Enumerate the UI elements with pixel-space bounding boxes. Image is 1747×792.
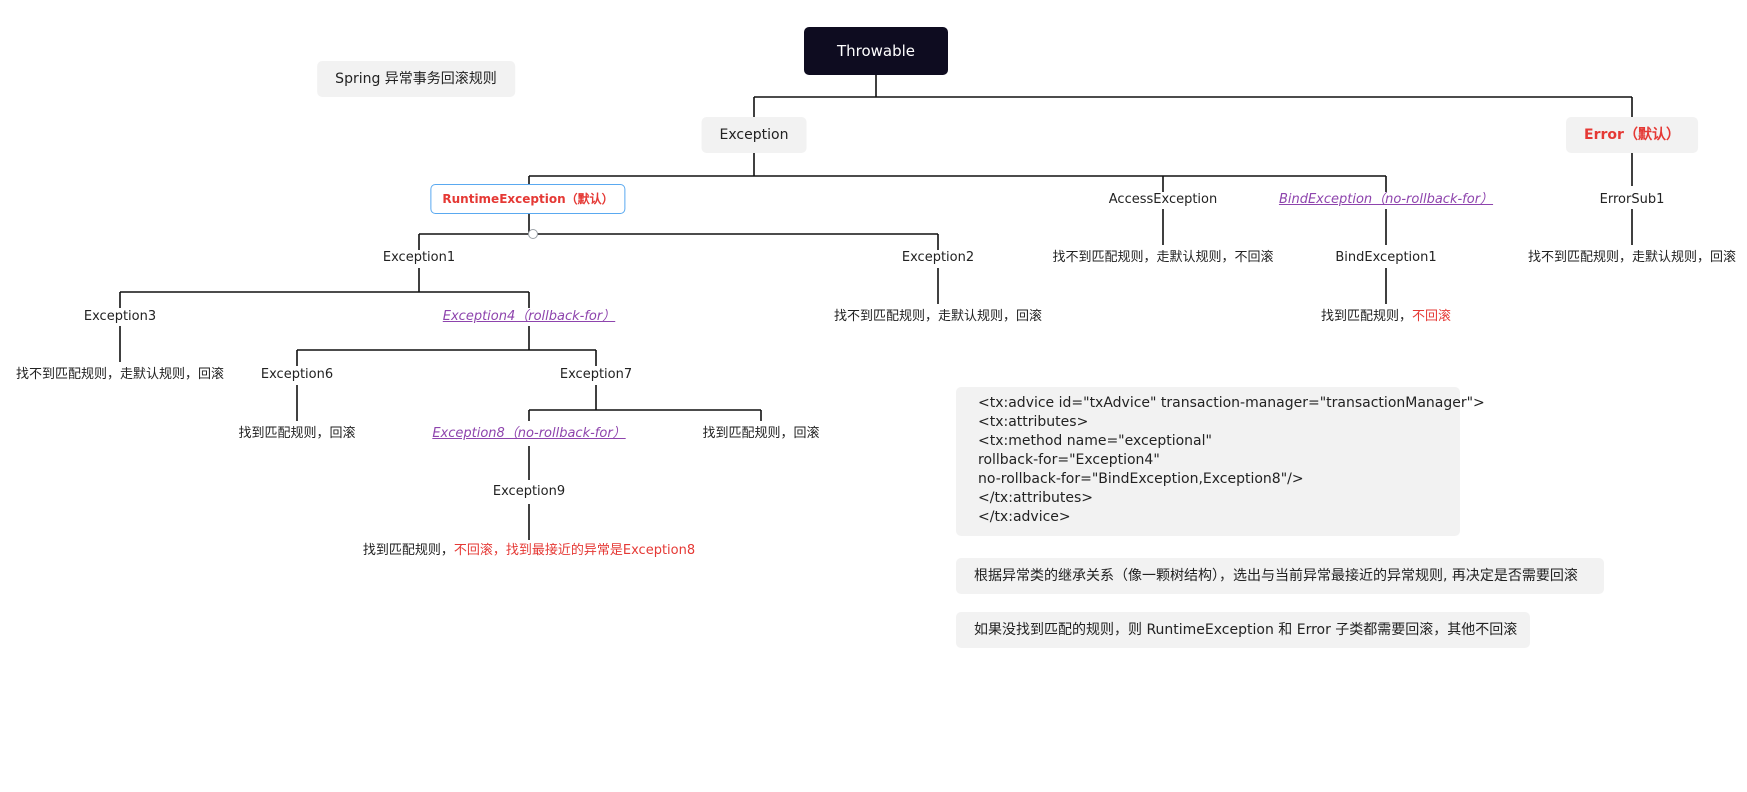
code-panel: <tx:advice id="txAdvice" transaction-man… bbox=[956, 387, 1485, 536]
node-exception4-rule[interactable]: Exception4（rollback-for） bbox=[442, 309, 616, 324]
node-exception7[interactable]: Exception7 bbox=[559, 367, 633, 382]
node-runtime-exception[interactable]: RuntimeException（默认） bbox=[430, 184, 626, 214]
node-access-exception[interactable]: AccessException bbox=[1108, 192, 1218, 207]
node-exception3[interactable]: Exception3 bbox=[83, 309, 157, 324]
result-exception9-prefix: 找到匹配规则， bbox=[362, 543, 454, 558]
node-exception2[interactable]: Exception2 bbox=[901, 250, 975, 265]
code-line: <tx:method name="exceptional" bbox=[978, 433, 1212, 449]
edge-exception1-children bbox=[119, 268, 530, 308]
edge-throwable-children bbox=[753, 75, 1633, 117]
edge-exception4-children bbox=[296, 326, 597, 366]
code-line: no-rollback-for="BindException,Exception… bbox=[978, 471, 1304, 487]
result-exception3: 找不到匹配规则，走默认规则，回滚 bbox=[15, 367, 225, 382]
result-bind1-prefix: 找到匹配规则， bbox=[1320, 309, 1412, 324]
node-exception6[interactable]: Exception6 bbox=[260, 367, 334, 382]
node-exception[interactable]: Exception bbox=[701, 117, 807, 153]
node-bind-exception1[interactable]: BindException1 bbox=[1335, 250, 1437, 265]
node-error-sub1[interactable]: ErrorSub1 bbox=[1599, 192, 1665, 207]
node-bind-exception-rule[interactable]: BindException（no-rollback-for） bbox=[1278, 192, 1494, 207]
result-error-sub1: 找不到匹配规则，走默认规则，回滚 bbox=[1527, 250, 1737, 265]
code-line: rollback-for="Exception4" bbox=[978, 452, 1160, 468]
edge-exception7-children bbox=[528, 385, 762, 421]
edge-runtime-children bbox=[418, 214, 939, 250]
result-access: 找不到匹配规则，走默认规则，不回滚 bbox=[1052, 250, 1274, 265]
diagram-title: Spring 异常事务回滚规则 bbox=[317, 61, 515, 97]
note-rule-default: 如果没找到匹配的规则，则 RuntimeException 和 Error 子类… bbox=[956, 612, 1530, 648]
node-exception8-rule[interactable]: Exception8（no-rollback-for） bbox=[432, 426, 626, 441]
code-line: <tx:attributes> bbox=[978, 414, 1089, 430]
node-exception1[interactable]: Exception1 bbox=[382, 250, 456, 265]
note-rule-closest: 根据异常类的继承关系（像一颗树结构），选出与当前异常最接近的异常规则, 再决定是… bbox=[956, 558, 1604, 594]
node-throwable[interactable]: Throwable bbox=[804, 27, 948, 75]
selection-handle[interactable] bbox=[528, 229, 538, 239]
result-bind1-suffix: 不回滚 bbox=[1412, 309, 1452, 324]
result-exception2: 找不到匹配规则，走默认规则，回滚 bbox=[833, 309, 1043, 324]
result-exception9-suffix: 不回滚，找到最接近的异常是Exception8 bbox=[453, 543, 696, 558]
result-exception7-child: 找到匹配规则，回滚 bbox=[702, 426, 820, 441]
result-exception6: 找到匹配规则，回滚 bbox=[238, 426, 356, 441]
edge-exception-children bbox=[528, 153, 1387, 192]
node-error[interactable]: Error（默认） bbox=[1566, 117, 1698, 153]
result-bind-exception1: 找到匹配规则，不回滚 bbox=[1321, 309, 1451, 325]
code-line: </tx:advice> bbox=[978, 509, 1071, 525]
node-exception9[interactable]: Exception9 bbox=[492, 484, 566, 499]
code-line: <tx:advice id="txAdvice" transaction-man… bbox=[978, 395, 1485, 411]
code-line: </tx:attributes> bbox=[978, 490, 1094, 506]
result-exception9: 找到匹配规则，不回滚，找到最接近的异常是Exception8 bbox=[363, 543, 695, 559]
